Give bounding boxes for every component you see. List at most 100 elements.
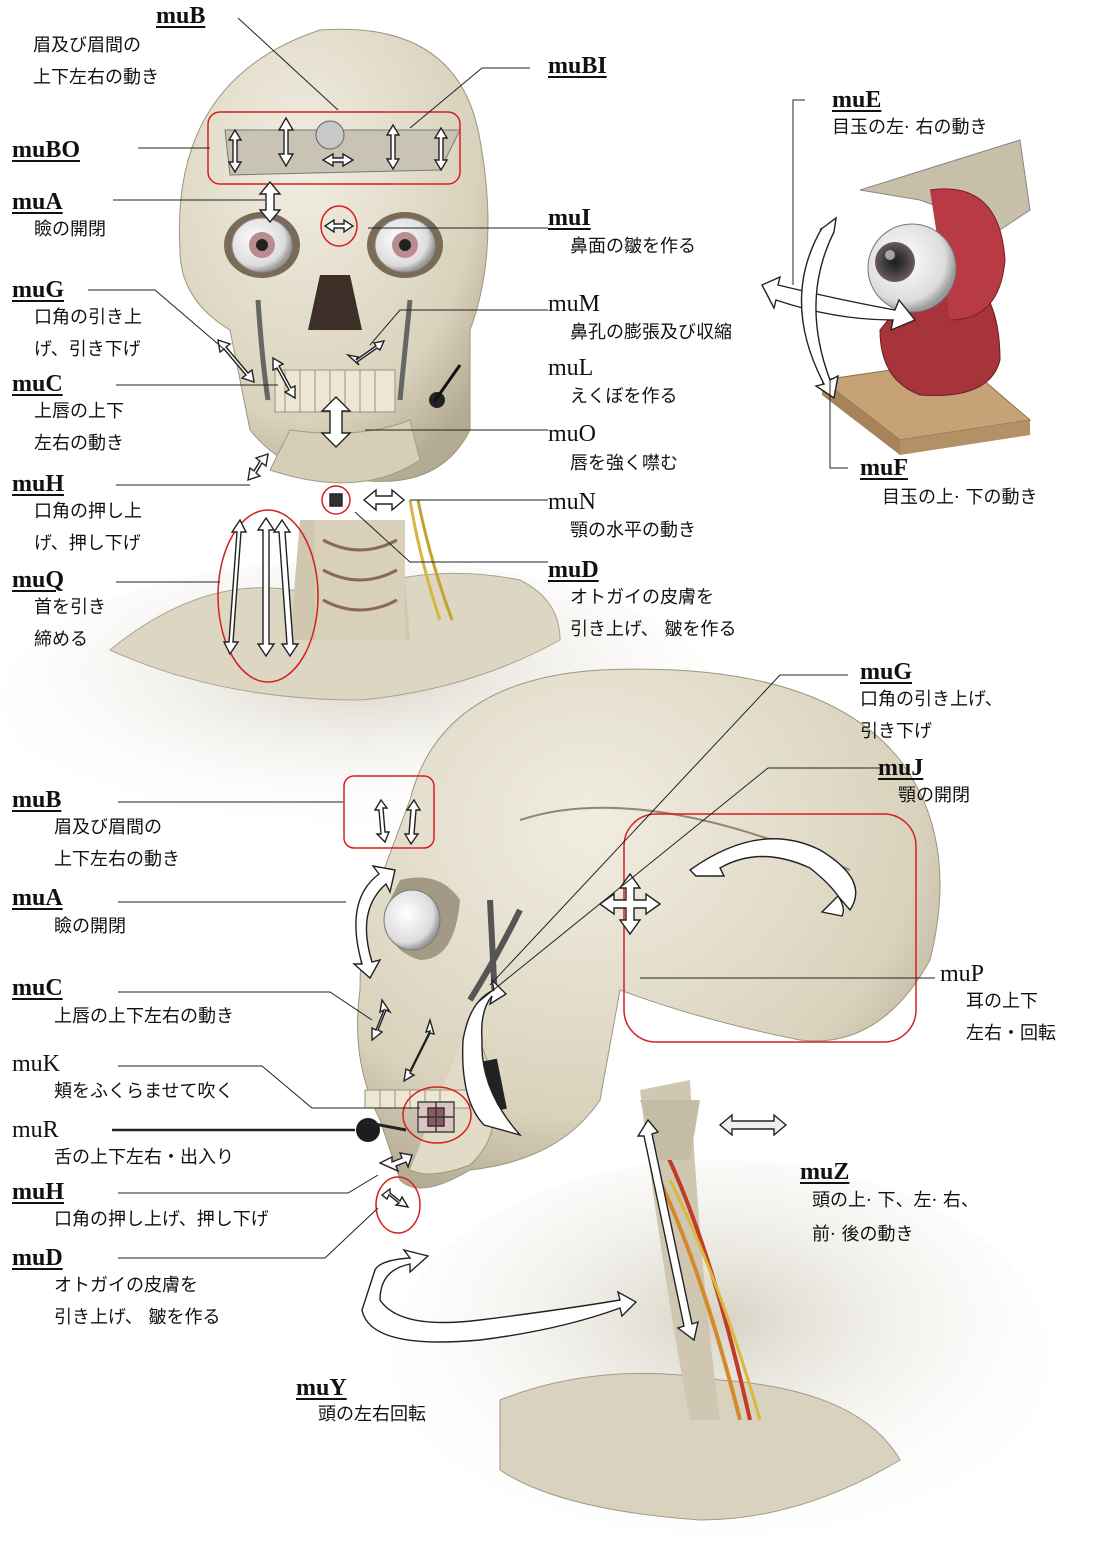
muL-code: muL bbox=[548, 356, 677, 380]
muB-code: muB bbox=[156, 4, 205, 28]
label-muE: muE 目玉の左· 右の動き bbox=[832, 88, 987, 144]
desc-line: 頭の上· 下、左· 右、 bbox=[812, 1184, 979, 1218]
label-muD-front: muD オトガイの皮膚を 引き上げ、 皺を作る bbox=[548, 558, 736, 646]
desc-line: 左右・回転 bbox=[966, 1018, 1056, 1050]
label-muB-side: muB 眉及び眉間の 上下左右の動き bbox=[12, 788, 180, 876]
desc-line: 左右の動き bbox=[34, 428, 124, 460]
muL-desc: えくぼを作る bbox=[548, 380, 677, 414]
muP-code: muP bbox=[940, 962, 1056, 986]
label-muBI: muBI bbox=[548, 54, 607, 78]
muH-side-desc: 口角の押し上げ、押し下げ bbox=[12, 1204, 269, 1236]
label-muF: muF 目玉の上· 下の動き bbox=[860, 456, 1037, 516]
label-muY: muY 頭の左右回転 bbox=[296, 1376, 426, 1430]
muO-code: muO bbox=[548, 422, 678, 446]
desc-line: オトガイの皮膚を bbox=[54, 1270, 220, 1302]
desc-line: 締める bbox=[34, 624, 106, 656]
desc-line: 前· 後の動き bbox=[812, 1218, 979, 1252]
eyeball-leader-lines bbox=[793, 100, 848, 468]
muG-side-desc: 口角の引き上げ、 引き下げ bbox=[860, 684, 1003, 748]
desc-line: 上下左右の動き bbox=[54, 844, 180, 876]
eyeball-model bbox=[822, 140, 1030, 455]
muE-code: muE bbox=[832, 88, 987, 112]
muO-desc: 唇を強く噤む bbox=[548, 446, 678, 482]
label-muI: muI 鼻面の皺を作る bbox=[548, 206, 696, 264]
muK-code: muK bbox=[12, 1052, 233, 1076]
label-muN: muN 顎の水平の動き bbox=[548, 490, 696, 548]
muH-desc: 口角の押し上 げ、押し下げ bbox=[12, 496, 142, 560]
muA-side-desc: 瞼の開閉 bbox=[12, 910, 126, 944]
muD-desc: オトガイの皮膚を 引き上げ、 皺を作る bbox=[548, 582, 736, 646]
desc-line: 眉及び眉間の bbox=[33, 30, 159, 62]
desc-line: 上下左右の動き bbox=[33, 62, 159, 94]
muY-desc: 頭の左右回転 bbox=[296, 1400, 426, 1430]
label-muA-front: muA 瞼の開閉 bbox=[12, 190, 106, 246]
label-muP: muP 耳の上下 左右・回転 bbox=[940, 962, 1056, 1050]
label-muO: muO 唇を強く噤む bbox=[548, 422, 678, 482]
muE-desc: 目玉の左· 右の動き bbox=[832, 112, 987, 144]
muI-desc: 鼻面の皺を作る bbox=[548, 230, 696, 264]
label-muH-front: muH 口角の押し上 げ、押し下げ bbox=[12, 472, 142, 560]
muG-code: muG bbox=[12, 278, 142, 302]
muB-code: muB bbox=[12, 788, 180, 812]
muQ-desc: 首を引き 締める bbox=[12, 592, 106, 656]
label-muK: muK 頬をふくらませて吹く bbox=[12, 1052, 233, 1108]
muD-code: muD bbox=[548, 558, 736, 582]
muY-code: muY bbox=[296, 1376, 426, 1400]
muH-code: muH bbox=[12, 1180, 269, 1204]
label-muG-front: muG 口角の引き上 げ、引き下げ bbox=[12, 278, 142, 366]
desc-line: げ、引き下げ bbox=[34, 334, 142, 366]
muK-desc: 頬をふくらませて吹く bbox=[12, 1076, 233, 1108]
desc-line: 眉及び眉間の bbox=[54, 812, 180, 844]
label-muR: muR 舌の上下左右・出入り bbox=[12, 1118, 234, 1174]
muZ-code: muZ bbox=[800, 1160, 979, 1184]
muJ-code: muJ bbox=[878, 756, 970, 780]
desc-line: げ、押し下げ bbox=[34, 528, 142, 560]
muM-desc: 鼻孔の膨張及び収縮 bbox=[548, 316, 732, 350]
desc-line: 引き下げ bbox=[860, 716, 1003, 748]
label-muB-front: muB bbox=[156, 4, 205, 28]
muG-code: muG bbox=[860, 660, 1003, 684]
desc-line: 口角の引き上 bbox=[34, 302, 142, 334]
muD-side-desc: オトガイの皮膚を 引き上げ、 皺を作る bbox=[12, 1270, 220, 1334]
muH-code: muH bbox=[12, 472, 142, 496]
muA-desc: 瞼の開閉 bbox=[12, 214, 106, 246]
label-muA-side: muA 瞼の開閉 bbox=[12, 886, 126, 944]
label-muQ: muQ 首を引き 締める bbox=[12, 568, 106, 656]
label-muZ: muZ 頭の上· 下、左· 右、 前· 後の動き bbox=[800, 1160, 979, 1252]
muJ-desc: 顎の開閉 bbox=[878, 780, 970, 812]
muA-code: muA bbox=[12, 190, 106, 214]
muC-desc: 上唇の上下 左右の動き bbox=[12, 396, 124, 460]
muC-code: muC bbox=[12, 372, 124, 396]
muM-code: muM bbox=[548, 292, 732, 316]
muR-desc: 舌の上下左右・出入り bbox=[12, 1142, 234, 1174]
muZ-desc: 頭の上· 下、左· 右、 前· 後の動き bbox=[800, 1184, 979, 1252]
desc-line: 上唇の上下 bbox=[34, 396, 124, 428]
muQ-code: muQ bbox=[12, 568, 106, 592]
muA-code: muA bbox=[12, 886, 126, 910]
desc-line: 耳の上下 bbox=[966, 986, 1056, 1018]
desc-line: 口角の引き上げ、 bbox=[860, 684, 1003, 716]
label-muJ: muJ 顎の開閉 bbox=[878, 756, 970, 812]
muB-front-description: 眉及び眉間の 上下左右の動き bbox=[33, 30, 159, 94]
muG-desc: 口角の引き上 げ、引き下げ bbox=[12, 302, 142, 366]
muN-code: muN bbox=[548, 490, 696, 514]
desc-line: 首を引き bbox=[34, 592, 106, 624]
muF-code: muF bbox=[860, 456, 1037, 480]
muI-code: muI bbox=[548, 206, 696, 230]
muN-desc: 顎の水平の動き bbox=[548, 514, 696, 548]
muD-code: muD bbox=[12, 1246, 220, 1270]
muB-side-desc: 眉及び眉間の 上下左右の動き bbox=[12, 812, 180, 876]
muP-desc: 耳の上下 左右・回転 bbox=[940, 986, 1056, 1050]
label-muC-front: muC 上唇の上下 左右の動き bbox=[12, 372, 124, 460]
muR-code: muR bbox=[12, 1118, 234, 1142]
label-muC-side: muC 上唇の上下左右の動き bbox=[12, 976, 234, 1034]
label-muG-side: muG 口角の引き上げ、 引き下げ bbox=[860, 660, 1003, 748]
label-muBO: muBO bbox=[12, 138, 80, 162]
desc-line: 口角の押し上 bbox=[34, 496, 142, 528]
muF-desc: 目玉の上· 下の動き bbox=[860, 480, 1037, 516]
desc-line: オトガイの皮膚を bbox=[570, 582, 736, 614]
muC-code: muC bbox=[12, 976, 234, 1000]
label-muM: muM 鼻孔の膨張及び収縮 bbox=[548, 292, 732, 350]
label-muL: muL えくぼを作る bbox=[548, 356, 677, 414]
